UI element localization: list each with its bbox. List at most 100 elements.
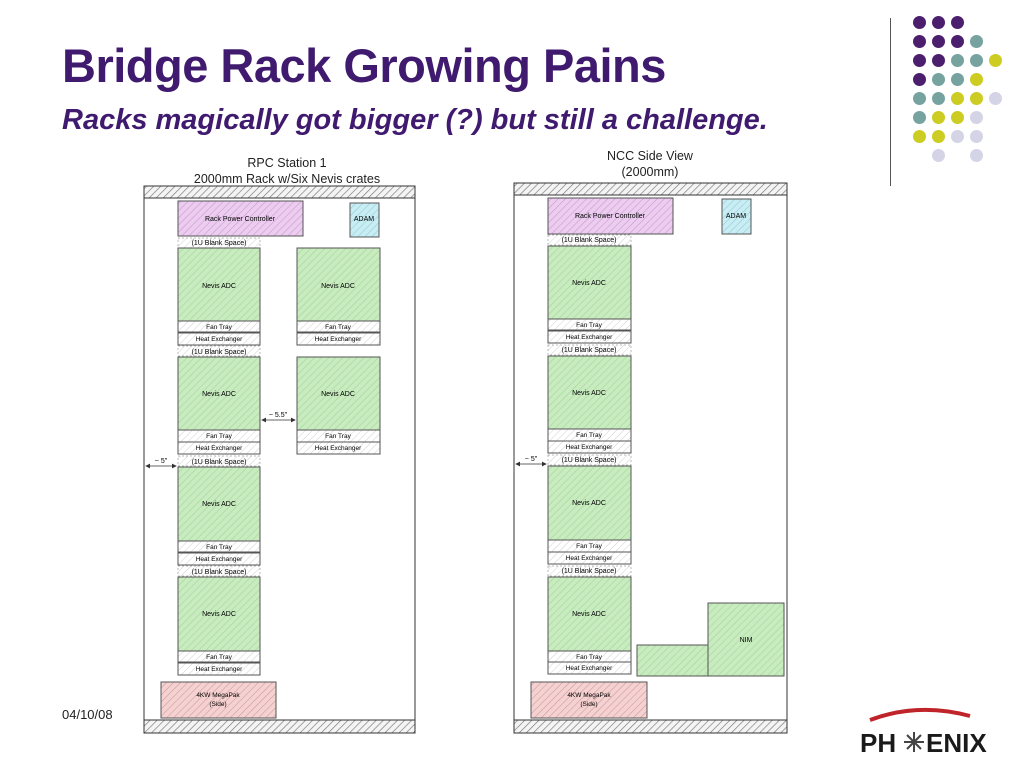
right-nevis-adc	[547, 576, 632, 652]
right-rack: NCC Side View (2000mm) Rack Power Contro…	[513, 149, 788, 734]
decor-dot	[951, 35, 964, 48]
decor-dot	[913, 111, 926, 124]
left-rack-power-controller	[177, 200, 304, 237]
left-hx-label: Heat Exchanger	[315, 445, 362, 452]
decor-dot	[913, 35, 926, 48]
left-megapak-label: 4KW MegaPak	[196, 692, 240, 699]
right-rack-bottom-plate	[513, 719, 788, 734]
right-megapak-label: 4KW MegaPak	[567, 692, 611, 699]
left-hx-label: Heat Exchanger	[196, 336, 243, 343]
left-fan-tray	[177, 650, 261, 663]
right-nim-extension	[636, 644, 709, 677]
left-blank-space	[177, 565, 261, 577]
left-rack-bottom-plate	[143, 719, 416, 734]
decor-dot	[913, 54, 926, 67]
right-nevis-label: Nevis ADC	[572, 280, 606, 287]
left-heat-exchanger	[177, 332, 261, 346]
right-nim-label: NIM	[740, 637, 753, 644]
left-nevis-label: Nevis ADC	[202, 283, 236, 290]
left-nevis-adc	[177, 356, 261, 431]
decor-dot	[913, 130, 926, 143]
decor-dot	[951, 54, 964, 67]
left-rack-subtitle: 2000mm Rack w/Six Nevis crates	[194, 172, 380, 186]
decor-dot	[951, 16, 964, 29]
left-hx-label: Heat Exchanger	[196, 666, 243, 673]
right-nevis-adc	[547, 355, 632, 430]
decor-dot	[951, 73, 964, 86]
left-megapak	[160, 681, 277, 719]
left-heat-exchanger	[177, 441, 261, 455]
right-side-gap-label: ~ 5"	[525, 456, 538, 463]
right-nevis-adc	[547, 465, 632, 541]
right-blank-space	[547, 234, 632, 246]
left-gap-label: ~ 5.5"	[269, 412, 288, 419]
right-rack-power-controller	[547, 197, 674, 235]
phenix-logo: PH ENIX	[860, 707, 987, 756]
right-nevis-label: Nevis ADC	[572, 500, 606, 507]
right-rack-top-plate	[513, 182, 788, 196]
left-nevis-adc	[177, 247, 261, 322]
left-heat-exchanger	[177, 552, 261, 566]
divider-line	[890, 18, 891, 186]
left-fan-tray	[177, 320, 261, 333]
decor-dot	[989, 54, 1002, 67]
left-adam-label: ADAM	[354, 216, 374, 223]
left-rack: RPC Station 1 2000mm Rack w/Six Nevis cr…	[143, 156, 416, 734]
left-blank-space	[177, 345, 261, 357]
left-fan-tray	[296, 320, 381, 333]
decor-dot	[932, 130, 945, 143]
left-blank-label: (1U Blank Space)	[192, 569, 247, 576]
right-blank-space	[547, 454, 632, 466]
right-adam-label: ADAM	[726, 213, 746, 220]
right-megapak	[530, 681, 648, 719]
decor-dot	[970, 130, 983, 143]
right-blank-label: (1U Blank Space)	[562, 347, 617, 354]
left-fan-label: Fan Tray	[206, 654, 232, 661]
decor-dot	[932, 73, 945, 86]
decor-dot	[951, 130, 964, 143]
decor-dot	[951, 111, 964, 124]
decor-dot	[970, 73, 983, 86]
right-heat-exchanger	[547, 330, 632, 344]
logo-text-left: PH	[860, 728, 896, 756]
left-nevis-adc	[177, 576, 261, 652]
left-rpc-label: Rack Power Controller	[205, 216, 276, 223]
right-hx-label: Heat Exchanger	[566, 444, 613, 451]
left-nevis-label: Nevis ADC	[202, 501, 236, 508]
left-nevis-adc	[177, 466, 261, 542]
right-nim-crate	[707, 602, 785, 677]
right-nevis-label: Nevis ADC	[572, 611, 606, 618]
left-megapak-sub: (Side)	[209, 701, 226, 708]
left-nevis-label: Nevis ADC	[202, 611, 236, 618]
left-nevis-adc	[296, 356, 381, 431]
right-adam-module	[721, 198, 752, 235]
left-heat-exchanger	[296, 332, 381, 346]
right-rack-subtitle: (2000mm)	[622, 165, 679, 179]
right-rack-title: NCC Side View	[607, 149, 694, 163]
right-fan-tray	[547, 318, 632, 331]
right-rpc-label: Rack Power Controller	[575, 213, 646, 220]
left-blank-label: (1U Blank Space)	[192, 349, 247, 356]
decor-dot	[989, 92, 1002, 105]
left-fan-label: Fan Tray	[206, 324, 232, 331]
right-nevis-adc	[547, 245, 632, 320]
left-hx-label: Heat Exchanger	[196, 445, 243, 452]
left-fan-label: Fan Tray	[325, 324, 351, 331]
left-side-gap-label: ~ 5"	[155, 458, 168, 465]
decor-dot	[970, 54, 983, 67]
decor-dot	[970, 111, 983, 124]
right-heat-exchanger	[547, 440, 632, 454]
right-megapak-sub: (Side)	[580, 701, 597, 708]
decor-dot	[951, 92, 964, 105]
right-fan-label: Fan Tray	[576, 543, 602, 550]
decor-dot	[970, 149, 983, 162]
right-heat-exchanger	[547, 661, 632, 675]
slide-date: 04/10/08	[62, 707, 113, 722]
left-rack-top-plate	[143, 185, 416, 199]
decor-dot	[913, 16, 926, 29]
right-nevis-label: Nevis ADC	[572, 390, 606, 397]
left-hx-label: Heat Exchanger	[315, 336, 362, 343]
left-fan-label: Fan Tray	[206, 544, 232, 551]
decor-dot	[932, 92, 945, 105]
